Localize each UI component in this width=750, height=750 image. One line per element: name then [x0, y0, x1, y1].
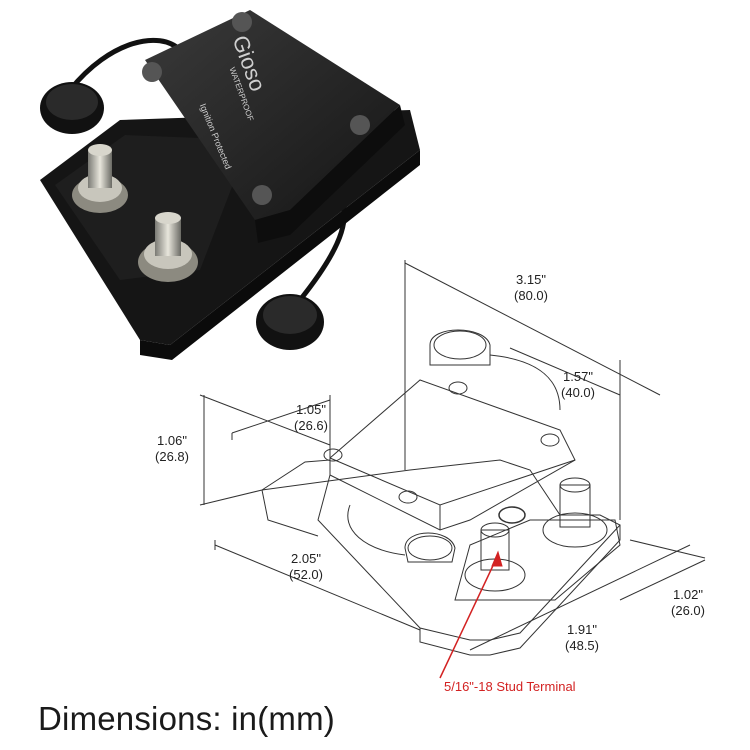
- dim-mm: (80.0): [514, 288, 548, 303]
- dim-overall-width: 2.05" (52.0): [280, 551, 332, 583]
- dim-inch: 1.57": [563, 369, 593, 384]
- dim-cover-length: 1.57" (40.0): [552, 369, 604, 401]
- dim-mm: (26.0): [671, 603, 705, 618]
- dim-mount-width: 1.05" (26.6): [285, 402, 337, 434]
- dim-inch: 3.15": [516, 272, 546, 287]
- dim-mm: (40.0): [561, 385, 595, 400]
- dim-mm: (52.0): [289, 567, 323, 582]
- stud-terminal-callout: 5/16"-18 Stud Terminal: [444, 679, 576, 694]
- dim-inch: 1.06": [157, 433, 187, 448]
- dim-mm: (48.5): [565, 638, 599, 653]
- dim-mm: (26.8): [155, 449, 189, 464]
- dim-inch: 1.91": [567, 622, 597, 637]
- dim-overall-length: 3.15" (80.0): [505, 272, 557, 304]
- dim-terminal-offset: 1.02" (26.0): [662, 587, 714, 619]
- dim-inch: 1.05": [296, 402, 326, 417]
- dim-terminal-spacing: 1.91" (48.5): [556, 622, 608, 654]
- dim-mm: (26.6): [294, 418, 328, 433]
- dimensions-caption: Dimensions: in(mm): [38, 700, 335, 737]
- dim-inch: 1.02": [673, 587, 703, 602]
- dim-inch: 2.05": [291, 551, 321, 566]
- dim-height: 1.06" (26.8): [146, 433, 198, 465]
